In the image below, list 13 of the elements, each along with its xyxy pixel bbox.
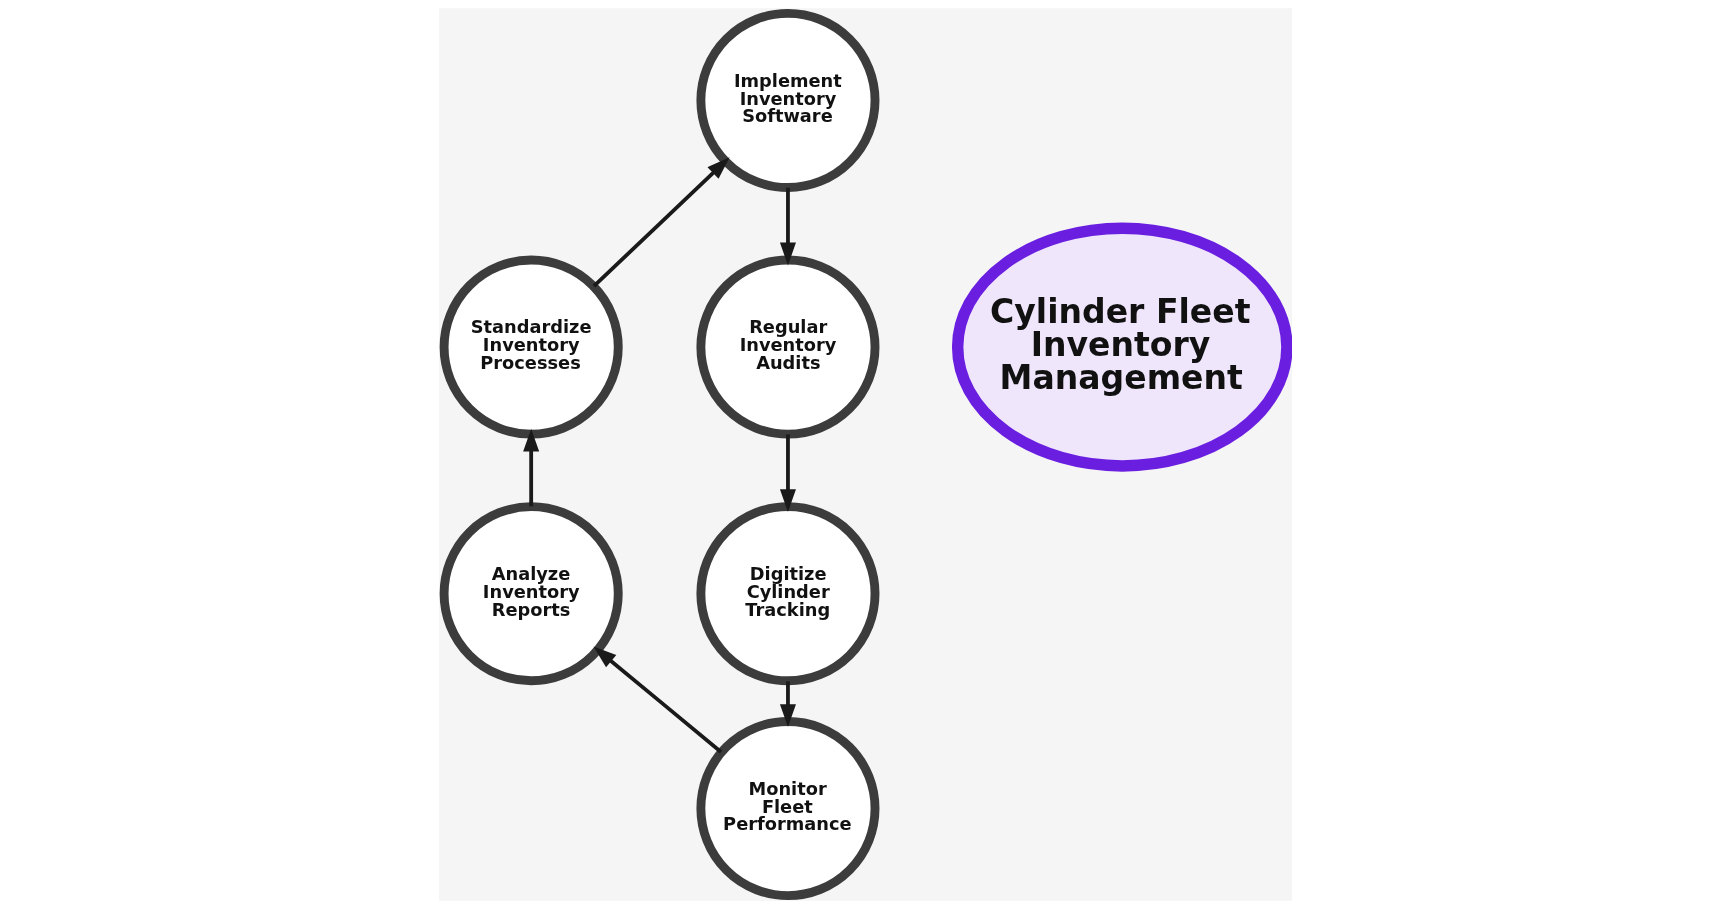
node-circle: Analyze Inventory Reports bbox=[439, 502, 623, 686]
node-ellipse: Cylinder Fleet Inventory Management bbox=[951, 222, 1292, 472]
node-circle: Implement Inventory Software bbox=[696, 8, 880, 192]
node-circle: Digitize Cylinder Tracking bbox=[696, 502, 880, 686]
arrow bbox=[779, 187, 796, 266]
arrow bbox=[593, 646, 723, 754]
arrow bbox=[779, 434, 796, 513]
arrow bbox=[592, 157, 730, 288]
node-circle: Regular Inventory Audits bbox=[696, 255, 880, 439]
arrow bbox=[523, 428, 540, 507]
node-circle: Standardize Inventory Processes bbox=[439, 255, 623, 439]
arrow bbox=[779, 681, 796, 728]
node-circle: Monitor Fleet Performance bbox=[696, 717, 880, 901]
